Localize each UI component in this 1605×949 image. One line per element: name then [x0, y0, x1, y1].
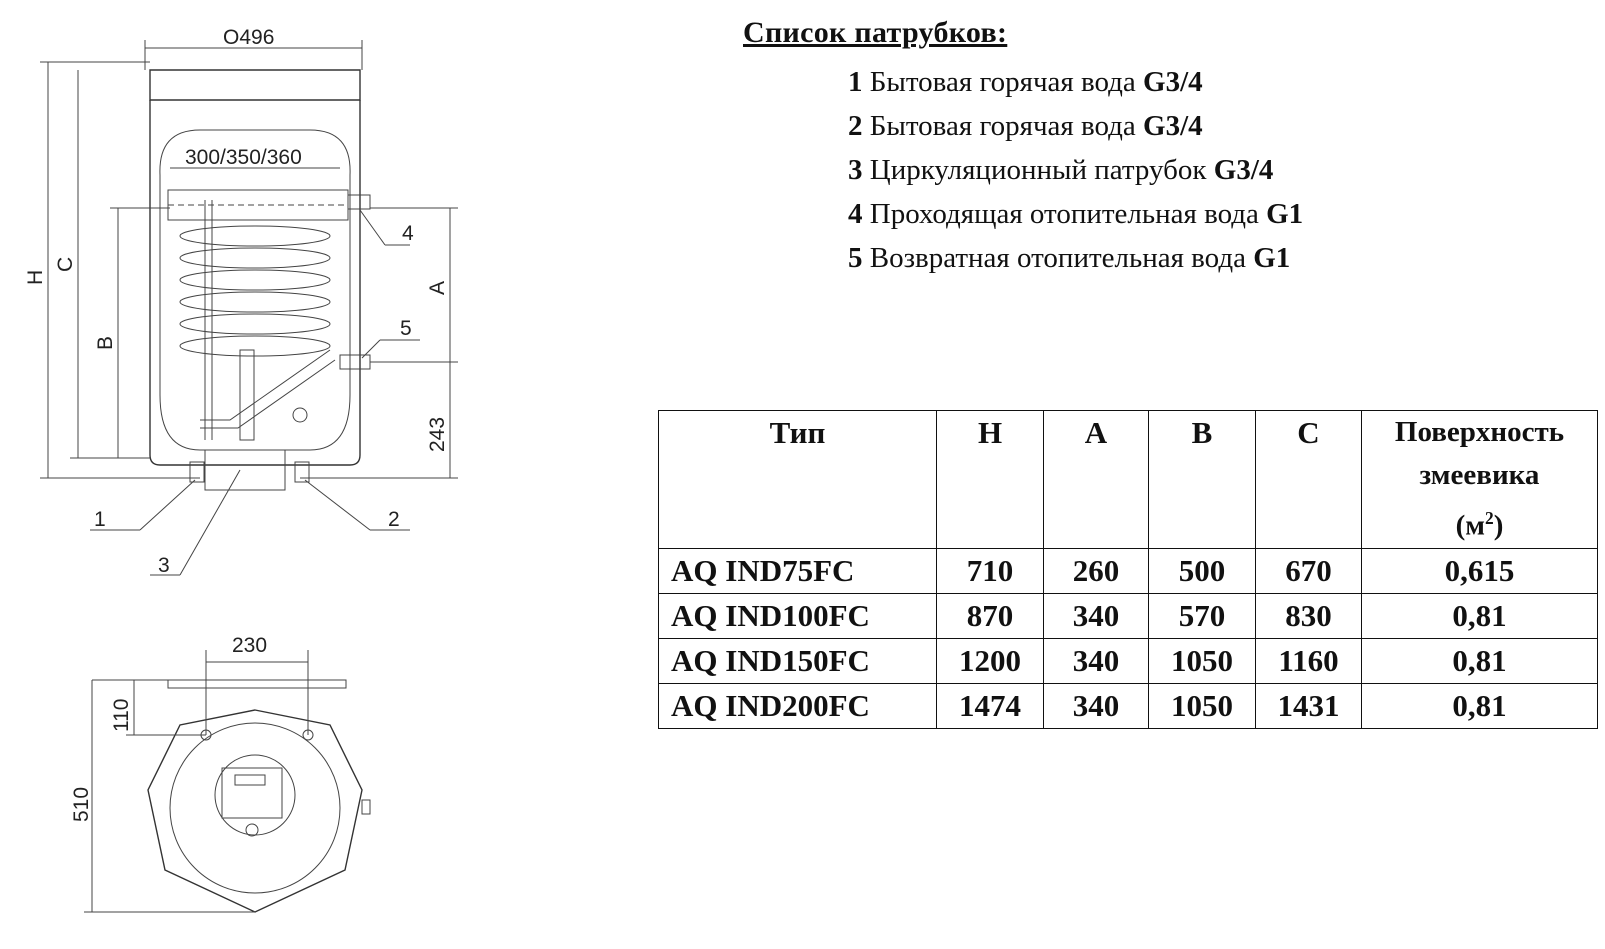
cell-type: AQ IND150FC	[658, 637, 937, 684]
label-connection-1: 1	[94, 508, 106, 531]
tank-side-view	[149, 69, 371, 491]
cell-b: 500	[1148, 547, 1256, 594]
dim-top-diameter: 510	[70, 787, 93, 822]
connection-number: 4	[848, 198, 863, 230]
dimension-lines	[40, 40, 458, 576]
boiler-drawing: O496 300/350/360 H C B A 243 1 2 3 4 5 2…	[24, 26, 458, 913]
connection-thread: G3/4	[1143, 66, 1203, 98]
table-row: AQ IND200FC 1474 340 1050 1431 0,81	[658, 682, 1598, 729]
connection-number: 1	[848, 66, 863, 98]
cell-surface: 0,81	[1361, 592, 1598, 639]
cell-surface: 0,615	[1361, 547, 1598, 594]
connection-item: 2 Бытовая горячая вода G3/4	[848, 104, 1303, 148]
dim-h: H	[24, 270, 47, 285]
table-header-row: Тип H A B C Поверхность змеевика (м2)	[658, 410, 1598, 549]
connection-text: Бытовая горячая вода	[869, 66, 1136, 98]
table-row: AQ IND75FC 710 260 500 670 0,615	[658, 547, 1598, 594]
cell-c: 1160	[1255, 637, 1362, 684]
connection-thread: G1	[1253, 242, 1291, 274]
cell-h: 870	[936, 592, 1044, 639]
cell-type: AQ IND200FC	[658, 682, 937, 729]
cell-b: 570	[1148, 592, 1256, 639]
connection-thread: G3/4	[1143, 110, 1203, 142]
cell-type: AQ IND75FC	[658, 547, 937, 594]
cell-surface: 0,81	[1361, 637, 1598, 684]
connection-number: 2	[848, 110, 863, 142]
cell-b: 1050	[1148, 637, 1256, 684]
cell-a: 340	[1043, 682, 1149, 729]
connection-number: 3	[848, 154, 863, 186]
header-surface-unit: (м	[1455, 509, 1486, 542]
table-row: AQ IND100FC 870 340 570 830 0,81	[658, 592, 1598, 639]
top-dimension-lines	[84, 650, 309, 913]
connection-number: 5	[848, 242, 863, 274]
connection-text: Бытовая горячая вода	[869, 110, 1136, 142]
header-b: B	[1148, 410, 1256, 549]
label-connection-2: 2	[388, 508, 400, 531]
header-a: A	[1043, 410, 1149, 549]
header-surface-line2: змеевика	[1419, 459, 1540, 491]
cell-surface: 0,81	[1361, 682, 1598, 729]
connection-item: 1 Бытовая горячая вода G3/4	[848, 60, 1303, 104]
cell-c: 830	[1255, 592, 1362, 639]
dim-243: 243	[426, 417, 449, 452]
cell-a: 260	[1043, 547, 1149, 594]
tank-top-view	[147, 679, 371, 913]
header-c: C	[1255, 410, 1362, 549]
header-type: Тип	[658, 410, 937, 549]
connection-text: Проходящая отопительная вода	[869, 198, 1259, 230]
connection-text: Возвратная отопительная вода	[869, 242, 1246, 274]
connection-item: 4 Проходящая отопительная вода G1	[848, 192, 1303, 236]
connection-item: 3 Циркуляционный патрубок G3/4	[848, 148, 1303, 192]
connection-item: 5 Возвратная отопительная вода G1	[848, 236, 1303, 280]
spec-table: Тип H A B C Поверхность змеевика (м2) AQ…	[658, 410, 1598, 729]
header-surface-unit-sup: 2	[1485, 508, 1494, 528]
dim-top-spacing: 230	[232, 634, 267, 657]
connection-thread: G1	[1266, 198, 1304, 230]
cell-b: 1050	[1148, 682, 1256, 729]
dim-coil-width: 300/350/360	[185, 146, 302, 169]
cell-c: 670	[1255, 547, 1362, 594]
label-connection-3: 3	[158, 554, 170, 577]
header-surface-line1: Поверхность	[1394, 416, 1565, 448]
connection-text: Циркуляционный патрубок	[869, 154, 1207, 186]
header-surface-unit-close: )	[1493, 509, 1504, 542]
dim-diameter: O496	[223, 26, 274, 49]
connections-title: Список патрубков:	[743, 16, 1008, 49]
cell-h: 710	[936, 547, 1044, 594]
header-h: H	[936, 410, 1044, 549]
header-surface: Поверхность змеевика (м2)	[1361, 410, 1598, 549]
dim-top-offset: 110	[110, 699, 133, 732]
cell-h: 1200	[936, 637, 1044, 684]
cell-c: 1431	[1255, 682, 1362, 729]
dim-c: C	[54, 257, 77, 272]
label-connection-4: 4	[402, 222, 414, 245]
connection-thread: G3/4	[1213, 154, 1274, 186]
table-row: AQ IND150FC 1200 340 1050 1160 0,81	[658, 637, 1598, 684]
cell-h: 1474	[936, 682, 1044, 729]
cell-a: 340	[1043, 637, 1149, 684]
cell-a: 340	[1043, 592, 1149, 639]
connections-list: 1 Бытовая горячая вода G3/4 2 Бытовая го…	[848, 60, 1303, 280]
dim-a: A	[426, 281, 449, 295]
dim-b: B	[94, 336, 117, 350]
label-connection-5: 5	[400, 317, 412, 340]
cell-type: AQ IND100FC	[658, 592, 937, 639]
